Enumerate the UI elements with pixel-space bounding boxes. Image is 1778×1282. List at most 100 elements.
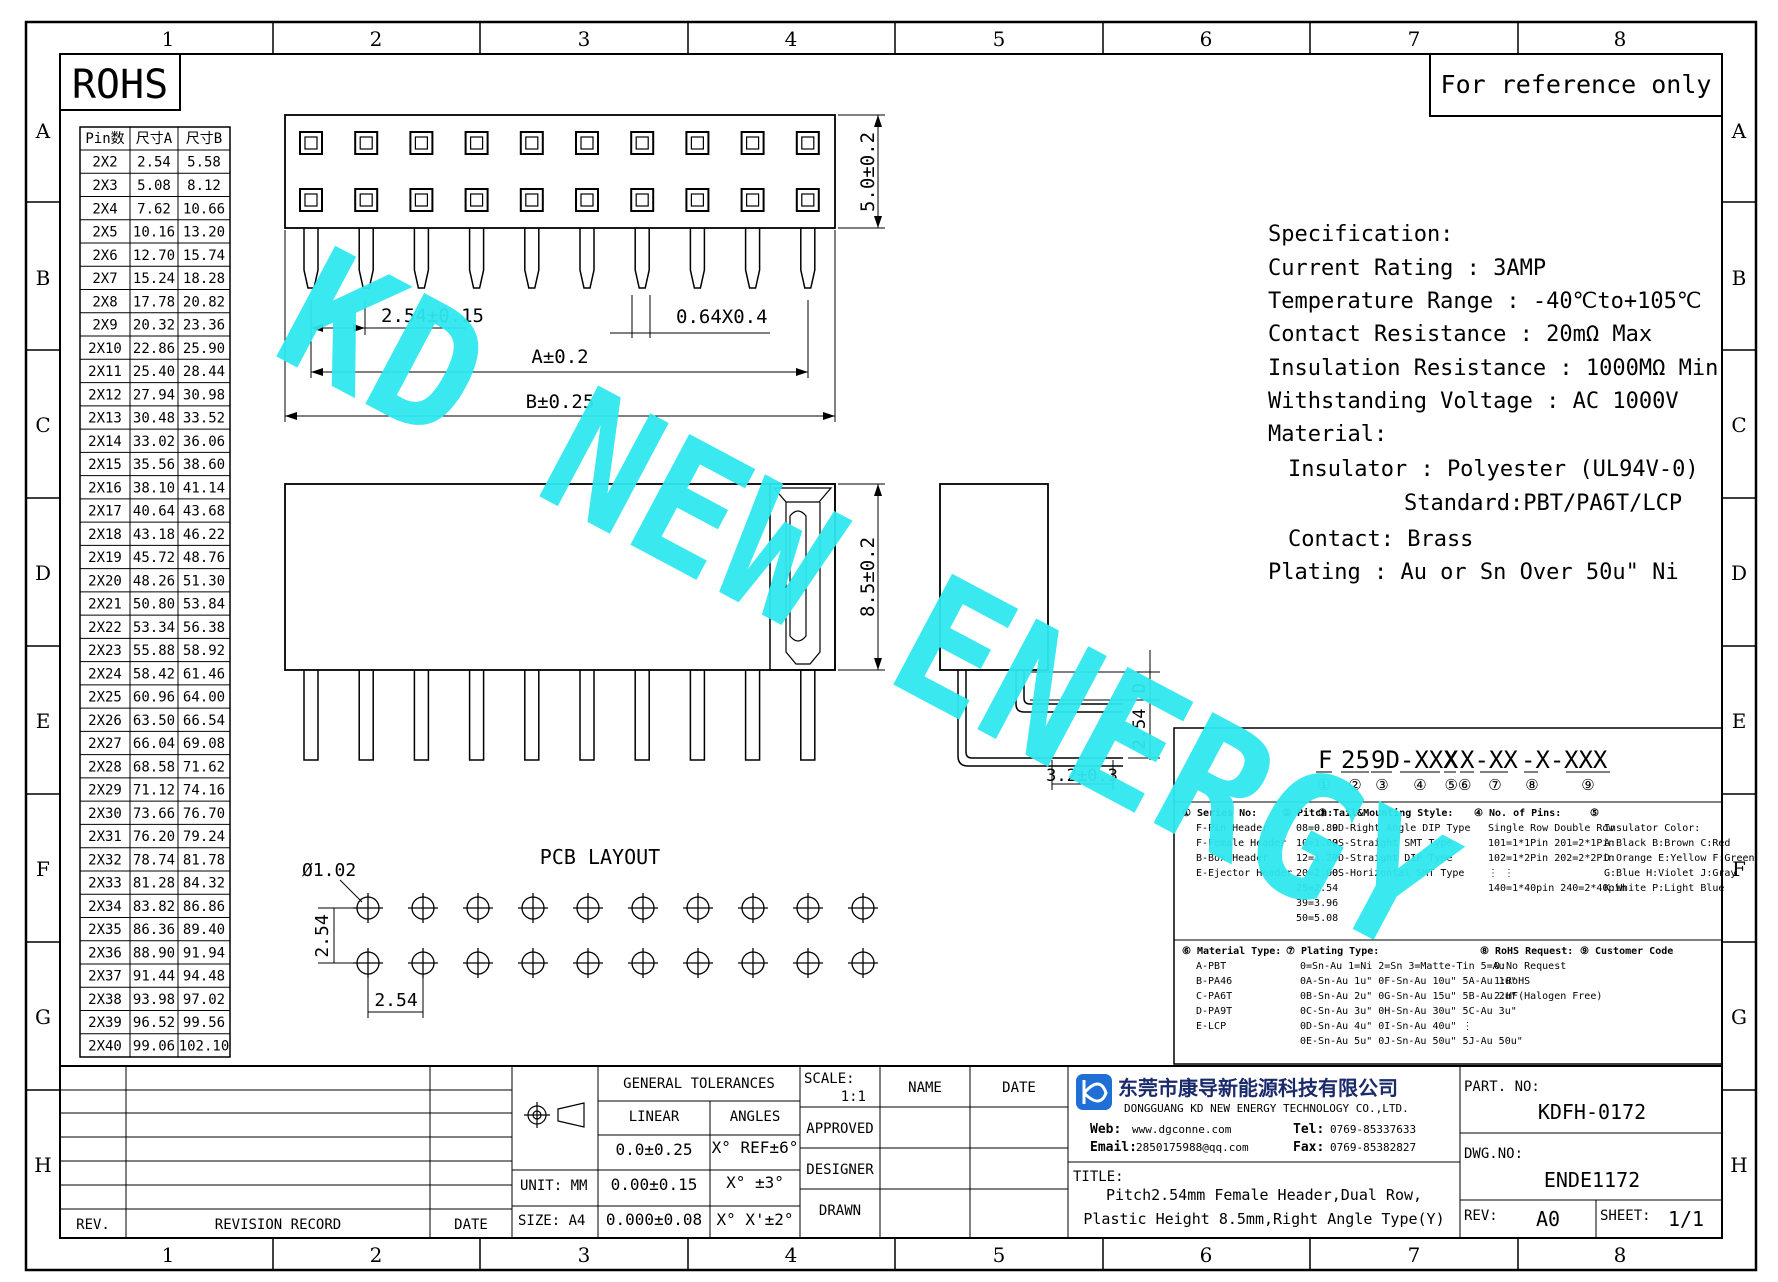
legend-line: 50=5.08 <box>1296 913 1338 924</box>
tail-pin <box>524 228 540 289</box>
contact-cavity-inner <box>745 193 760 207</box>
contact-cavity <box>740 131 765 155</box>
legend-heading: ⑧ RoHS Request: <box>1480 946 1573 957</box>
table-cell: 2X38 <box>88 992 122 1008</box>
tail-pin <box>468 228 485 289</box>
legend-line: 1:RoHS <box>1494 976 1530 987</box>
table-header: Pin数 <box>85 131 124 147</box>
front-pin <box>744 670 761 761</box>
table-cell: 2X11 <box>88 364 122 380</box>
rev-header: REV. <box>76 1217 110 1233</box>
table-cell: 2X13 <box>88 411 122 427</box>
table-cell: 2X7 <box>92 271 117 287</box>
col-label-top: 1 <box>162 27 175 51</box>
spec-line: Contact: Brass <box>1288 527 1473 552</box>
part-code-legend: F 25 9D-XXX X X-XX -X- XXX ① ② ③ ④ ⑤⑥ ⑦ <box>1173 727 1755 1065</box>
contact-cavity-inner <box>690 136 705 150</box>
row-label-left: B <box>36 266 51 290</box>
contact-cavity <box>299 131 323 155</box>
legend-line: F-Female Header <box>1196 838 1286 849</box>
pitch-dim-label: 2.54±0.15 <box>381 305 484 327</box>
legend-heading: ⑨ Customer Code <box>1580 946 1673 957</box>
contact-cavity <box>685 131 710 155</box>
contact-cavity-inner <box>470 136 484 150</box>
table-cell: 68.58 <box>133 759 175 775</box>
table-cell: 69.08 <box>183 736 225 752</box>
col-label-top: 3 <box>578 27 591 51</box>
table-cell: 18.28 <box>183 271 225 287</box>
tail-pin <box>413 228 430 289</box>
legend-line: A:Black B:Brown C:Red <box>1604 838 1730 849</box>
contact-cavity <box>409 131 434 155</box>
tail-pin <box>303 228 319 289</box>
table-cell: 56.38 <box>183 620 225 636</box>
legend-line: Insulator Color: <box>1604 823 1700 834</box>
sheet-label: SHEET: <box>1600 1208 1651 1224</box>
email-label: Email: <box>1090 1140 1137 1155</box>
table-cell: 55.88 <box>133 643 175 659</box>
table-cell: 91.44 <box>133 969 175 985</box>
col-label-bottom: 4 <box>785 1243 798 1267</box>
tol-linear: 0.00±0.15 <box>611 1175 698 1194</box>
part-no-value: KDFH-0172 <box>1538 1100 1646 1124</box>
code-circle: ④ <box>1413 776 1426 794</box>
table-cell: 58.92 <box>183 643 225 659</box>
table-cell: 2X16 <box>88 480 122 496</box>
pcb-title: PCB LAYOUT <box>540 845 660 869</box>
table-cell: 64.00 <box>183 690 225 706</box>
contact-cavity-inner <box>801 193 815 207</box>
contact-cavity-inner <box>414 193 428 207</box>
table-cell: 33.02 <box>133 434 175 450</box>
legend-line: 0D-Straight DIP Type <box>1332 853 1452 864</box>
table-cell: 79.24 <box>183 829 225 845</box>
col-label-bottom: 5 <box>993 1243 1006 1267</box>
table-cell: 36.06 <box>183 434 225 450</box>
code-circle: ② <box>1348 776 1361 794</box>
legend-line: 140=1*40pin 240=2*40pin <box>1488 883 1626 894</box>
contact-cavity-inner <box>414 136 428 150</box>
hole-size-label: Ø1.02 <box>302 860 356 881</box>
table-header: 尺寸B <box>186 131 222 147</box>
table-cell: 88.90 <box>133 945 175 961</box>
name-header: NAME <box>908 1080 942 1096</box>
dim-32-label: 3.2±0.3 <box>1046 766 1118 786</box>
table-cell: 71.12 <box>133 783 175 799</box>
legend-line: 102=1*2Pin 202=2*2Pin <box>1488 853 1614 864</box>
date-header-2: DATE <box>1002 1080 1036 1096</box>
table-cell: 38.60 <box>183 457 225 473</box>
table-cell: 53.84 <box>183 597 225 613</box>
table-cell: 5.58 <box>187 155 221 171</box>
table-cell: 2X23 <box>88 643 122 659</box>
legend-line: 20=2.00 <box>1296 868 1338 879</box>
table-cell: 91.94 <box>183 945 225 961</box>
row-label-left: D <box>35 561 51 585</box>
designer-label: DESIGNER <box>806 1162 874 1178</box>
table-cell: 81.78 <box>183 852 225 868</box>
side-view-dims: D 2.54 3.2±0.3 <box>1046 683 1150 786</box>
tail-pin <box>689 228 706 289</box>
table-cell: 2X40 <box>88 1038 122 1054</box>
title-label: TITLE: <box>1073 1169 1124 1185</box>
dim-d-label: D <box>1130 683 1150 693</box>
contact-cavity <box>795 131 820 155</box>
table-cell: 25.40 <box>133 364 175 380</box>
legend-line: 0=Sn-Au 1=Ni 2=Sn 3=Matte-Tin 5=Au <box>1300 961 1505 972</box>
front-view <box>284 483 885 761</box>
legend-line: 39=3.96 <box>1296 898 1338 909</box>
table-cell: 23.36 <box>183 318 225 334</box>
contact-cavity <box>630 131 655 155</box>
spec-line: Insulation Resistance : 1000MΩ Min <box>1268 356 1718 381</box>
unit-label: UNIT: MM <box>520 1178 587 1194</box>
legend-line: 10=1.00 <box>1296 838 1338 849</box>
code-seg: X <box>1444 746 1459 774</box>
table-cell: 50.80 <box>133 597 175 613</box>
dwg-no-label: DWG.NO: <box>1464 1146 1523 1162</box>
row-label-right: G <box>1731 1005 1747 1029</box>
rev-label: REV: <box>1464 1208 1498 1224</box>
legend-line: 0:No Request <box>1494 961 1566 972</box>
table-cell: 48.26 <box>133 573 175 589</box>
tail-pin <box>800 228 816 289</box>
dwg-no-value: ENDE1172 <box>1544 1168 1640 1192</box>
projection-symbol-icon <box>524 1102 585 1128</box>
